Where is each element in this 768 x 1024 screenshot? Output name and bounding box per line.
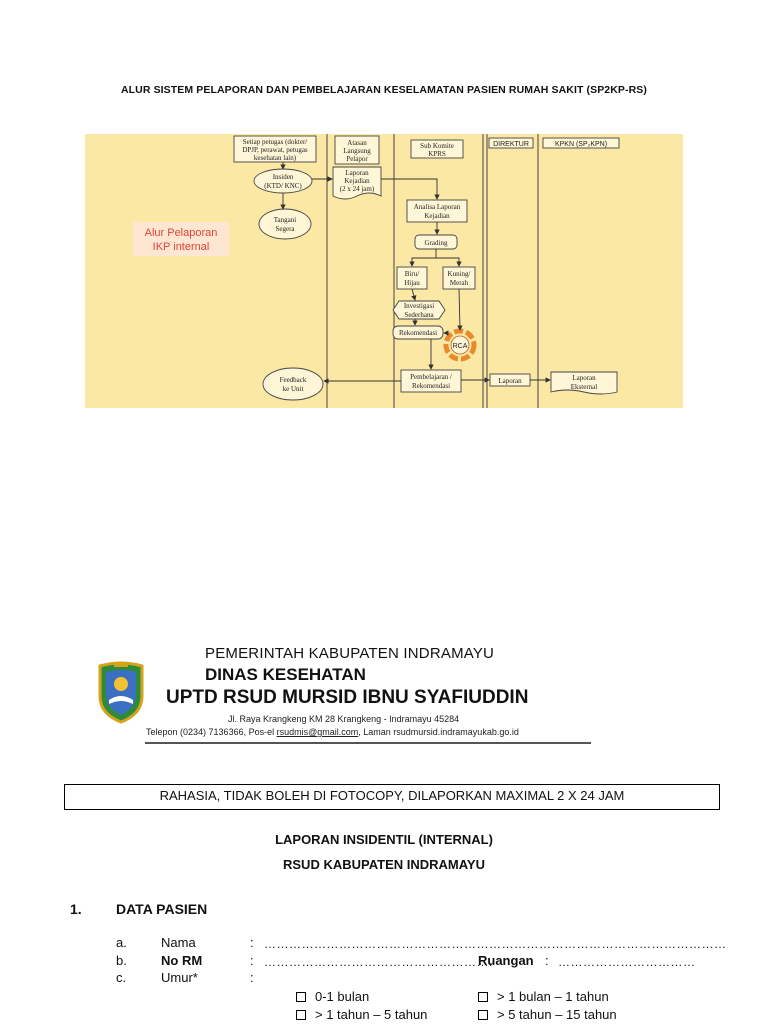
- checkbox[interactable]: [296, 991, 306, 1002]
- node-feedback: Feedback ke Unit: [262, 367, 324, 401]
- svg-text:Eksternal: Eksternal: [571, 383, 597, 391]
- node-report-out: Laporan: [489, 373, 531, 387]
- node-immediate-handling: Tangani Segera: [258, 208, 312, 240]
- lane-header-committee: Sub Komite KPRS: [410, 139, 464, 159]
- letterhead-department: DINAS KESEHATAN: [205, 665, 366, 684]
- phone-text: Telepon (0234) 7136366, Pos-el: [146, 727, 277, 737]
- svg-text:IKP internal: IKP internal: [153, 241, 210, 253]
- node-blue-green: Biru/ Hijau: [396, 266, 428, 290]
- svg-text:DIREKTUR: DIREKTUR: [493, 141, 529, 148]
- svg-text:Kejadian: Kejadian: [424, 212, 450, 220]
- svg-text:(2 x 24 jam): (2 x 24 jam): [340, 185, 375, 193]
- letterhead-divider: [145, 742, 591, 744]
- svg-text:RCA: RCA: [453, 343, 468, 350]
- node-simple-investigation: Investigasi Sederhana: [392, 300, 446, 320]
- field-colon: :: [250, 935, 254, 950]
- svg-text:Hijau: Hijau: [404, 279, 420, 287]
- age-option-5-15-years[interactable]: > 5 tahun – 15 tahun: [478, 1007, 617, 1022]
- svg-text:Segera: Segera: [275, 225, 295, 233]
- node-recommendation: Rekomendasi: [392, 325, 444, 340]
- svg-text:Kejadian: Kejadian: [344, 177, 370, 185]
- svg-text:Setiap petugas (dokter/: Setiap petugas (dokter/: [243, 138, 308, 146]
- field-marker: c.: [116, 970, 127, 985]
- confidential-notice: RAHASIA, TIDAK BOLEH DI FOTOCOPY, DILAPO…: [64, 784, 720, 810]
- lane-header-staff: Setiap petugas (dokter/ DPJP, perawat, p…: [233, 135, 317, 163]
- form-subtitle: RSUD KABUPATEN INDRAMAYU: [283, 857, 485, 872]
- letterhead-address: Jl. Raya Krangkeng KM 28 Krangkeng - Ind…: [228, 714, 460, 724]
- svg-text:Feedback: Feedback: [280, 376, 307, 384]
- svg-text:Analisa Laporan: Analisa Laporan: [414, 203, 461, 211]
- age-option-1-5-years[interactable]: > 1 tahun – 5 tahun: [296, 1007, 427, 1022]
- room-fill-line[interactable]: ……………………………: [558, 955, 696, 969]
- svg-text:Rekomendasi: Rekomendasi: [399, 329, 437, 337]
- age-option-1-month-1-year[interactable]: > 1 bulan – 1 tahun: [478, 989, 609, 1004]
- svg-text:Merah: Merah: [450, 279, 469, 287]
- flowchart-caption: Alur Pelaporan IKP internal: [133, 222, 229, 256]
- svg-text:Alur Pelaporan: Alur Pelaporan: [145, 227, 218, 239]
- field-marker: a.: [116, 935, 127, 950]
- svg-text:Sederhana: Sederhana: [404, 311, 434, 319]
- field-label-medical-record: No RM: [161, 953, 203, 968]
- svg-text:Insiden: Insiden: [273, 173, 294, 181]
- svg-text:kesehatan lain): kesehatan lain): [254, 154, 297, 162]
- svg-text:Laporan: Laporan: [572, 374, 596, 382]
- field-label-room: Ruangan: [478, 953, 534, 968]
- svg-text:Grading: Grading: [425, 239, 448, 247]
- letterhead-contact: Telepon (0234) 7136366, Pos-el rsudmis@g…: [146, 727, 519, 737]
- field-label-name: Nama: [161, 935, 196, 950]
- field-label-age: Umur*: [161, 970, 198, 985]
- svg-text:ke Unit: ke Unit: [283, 385, 304, 393]
- node-learning: Pembelajaran / Rekomendasi: [400, 369, 462, 393]
- field-colon: :: [250, 970, 254, 985]
- lane-header-director: DIREKTUR: [488, 137, 534, 149]
- node-grading: Grading: [414, 234, 458, 250]
- website-link[interactable]: rsudmursid.indramayukab.go.id: [393, 727, 519, 737]
- node-external-report: Laporan Eksternal: [550, 371, 618, 395]
- svg-text:Tangani: Tangani: [274, 216, 297, 224]
- reporting-flowchart: Setiap petugas (dokter/ DPJP, perawat, p…: [85, 134, 683, 408]
- node-rca: RCA: [443, 328, 477, 362]
- web-prefix: , Laman: [358, 727, 394, 737]
- form-title: LAPORAN INSIDENTIL (INTERNAL): [275, 832, 493, 847]
- field-colon: :: [545, 953, 549, 968]
- flowchart-canvas: Setiap petugas (dokter/ DPJP, perawat, p…: [133, 134, 620, 408]
- field-colon: :: [250, 953, 254, 968]
- medical-record-fill-line[interactable]: ……………………………………………….: [264, 955, 493, 969]
- checkbox[interactable]: [296, 1009, 306, 1020]
- lane-header-supervisor: Atasan Langsung Pelapor: [334, 135, 380, 165]
- document-title: ALUR SISTEM PELAPORAN DAN PEMBELAJARAN K…: [120, 84, 648, 96]
- section-number: 1.: [70, 901, 82, 917]
- letterhead-unit: UPTD RSUD MURSID IBNU SYAFIUDDIN: [166, 687, 529, 708]
- node-incident: Insiden (KTD/ KNC): [253, 168, 313, 194]
- node-incident-report: Laporan Kejadian (2 x 24 jam): [332, 166, 382, 200]
- checkbox[interactable]: [478, 1009, 488, 1020]
- svg-text:Rekomendasi: Rekomendasi: [412, 382, 450, 390]
- email-link[interactable]: rsudmis@gmail.com: [276, 727, 359, 737]
- svg-text:Laporan: Laporan: [345, 169, 369, 177]
- section-title: DATA PASIEN: [116, 901, 208, 917]
- flow-connectors: [280, 162, 551, 384]
- svg-text:DPJP, perawat, petugas: DPJP, perawat, petugas: [242, 146, 308, 154]
- checkbox[interactable]: [478, 991, 488, 1002]
- node-yellow-red: Kuning/ Merah: [442, 266, 476, 290]
- svg-text:Pembelajaran /: Pembelajaran /: [410, 373, 452, 381]
- svg-text:Biru/: Biru/: [405, 270, 419, 278]
- name-fill-line[interactable]: …………………………………………………………………………………………………: [264, 937, 727, 951]
- svg-text:Atasan: Atasan: [347, 139, 367, 147]
- age-option-0-1-month[interactable]: 0-1 bulan: [296, 989, 369, 1004]
- svg-text:KPRS: KPRS: [428, 150, 446, 158]
- svg-text:Pelapor: Pelapor: [346, 155, 368, 163]
- svg-text:KPKN (SP₂KPN): KPKN (SP₂KPN): [555, 141, 607, 148]
- svg-text:Sub Komite: Sub Komite: [420, 142, 454, 150]
- svg-text:Laporan: Laporan: [498, 377, 522, 385]
- regency-crest-logo: [96, 660, 146, 724]
- svg-text:(KTD/ KNC): (KTD/ KNC): [264, 182, 302, 190]
- node-analysis: Analisa Laporan Kejadian: [406, 199, 468, 223]
- letterhead-government: PEMERINTAH KABUPATEN INDRAMAYU: [205, 645, 495, 662]
- svg-text:Kuning/: Kuning/: [448, 270, 471, 278]
- svg-text:Langsung: Langsung: [343, 147, 371, 155]
- svg-text:Investigasi: Investigasi: [404, 302, 434, 310]
- lane-header-national: KPKN (SP₂KPN): [542, 137, 620, 149]
- field-marker: b.: [116, 953, 127, 968]
